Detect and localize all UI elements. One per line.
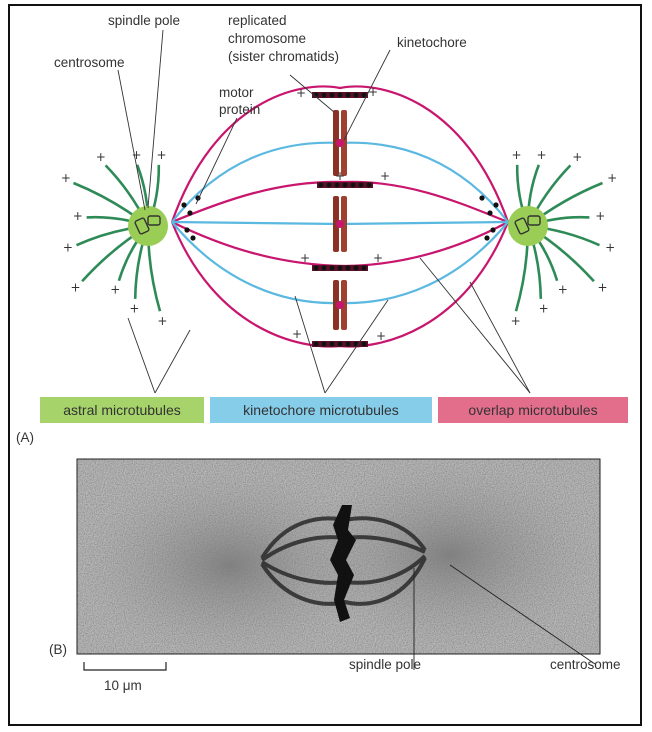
plus-end-marker: + bbox=[511, 314, 521, 328]
scale-bar bbox=[84, 662, 166, 670]
legend-kinetochore: kinetochore microtubules bbox=[210, 397, 432, 423]
plus-end-marker: + bbox=[376, 329, 386, 343]
plus-end-marker: + bbox=[110, 283, 120, 297]
plus-end-marker: + bbox=[71, 281, 81, 295]
plus-end-marker: + bbox=[292, 327, 302, 341]
legend-overlap-label: overlap microtubules bbox=[468, 402, 597, 418]
plus-end-marker: + bbox=[539, 302, 549, 316]
legend-astral-label: astral microtubules bbox=[63, 402, 181, 418]
label-spindle-pole-b: spindle pole bbox=[349, 657, 421, 672]
label-motor-line1: motor bbox=[219, 85, 254, 100]
plus-end-marker: + bbox=[537, 148, 547, 162]
plus-end-marker: + bbox=[157, 314, 167, 328]
legend-kinetochore-label: kinetochore microtubules bbox=[243, 402, 399, 418]
panel-a-marker: (A) bbox=[16, 430, 34, 445]
plus-end-marker: + bbox=[335, 169, 345, 183]
plus-end-marker: + bbox=[96, 150, 106, 164]
chromosomes bbox=[333, 110, 347, 330]
label-motor-line2: protein bbox=[219, 102, 260, 117]
plus-end-marker: + bbox=[605, 241, 615, 255]
plus-end-marker: + bbox=[63, 241, 73, 255]
plus-end-marker: + bbox=[607, 171, 617, 185]
plus-end-marker: + bbox=[373, 251, 383, 265]
panel-b-marker: (B) bbox=[49, 642, 67, 657]
plus-end-marker: + bbox=[598, 281, 608, 295]
pole-motor-proteins bbox=[181, 195, 498, 240]
micrograph bbox=[77, 459, 600, 660]
plus-end-marker: + bbox=[572, 150, 582, 164]
plus-end-marker: + bbox=[296, 86, 306, 100]
legend-overlap: overlap microtubules bbox=[438, 397, 628, 423]
plus-end-marker: + bbox=[368, 85, 378, 99]
plus-end-marker: + bbox=[61, 171, 71, 185]
plus-end-marker: + bbox=[512, 148, 522, 162]
plus-end-marker: + bbox=[300, 251, 310, 265]
plus-end-marker: + bbox=[380, 169, 390, 183]
plus-end-marker: + bbox=[73, 209, 83, 223]
plus-end-marker: + bbox=[157, 148, 167, 162]
label-replicated-line2: chromosome bbox=[228, 31, 306, 46]
label-replicated-line3: (sister chromatids) bbox=[228, 49, 339, 64]
legend-astral: astral microtubules bbox=[40, 397, 204, 423]
right-centrosome bbox=[508, 206, 548, 246]
scale-bar-label: 10 μm bbox=[104, 678, 142, 693]
plus-end-marker: + bbox=[595, 209, 605, 223]
plus-end-marker: + bbox=[129, 302, 139, 316]
label-kinetochore: kinetochore bbox=[397, 35, 467, 50]
plus-end-marker: + bbox=[558, 283, 568, 297]
label-centrosome-b: centrosome bbox=[550, 657, 621, 672]
label-centrosome: centrosome bbox=[54, 55, 125, 70]
label-replicated-line1: replicated bbox=[228, 13, 287, 28]
left-centrosome bbox=[128, 206, 168, 246]
label-spindle-pole: spindle pole bbox=[108, 13, 180, 28]
